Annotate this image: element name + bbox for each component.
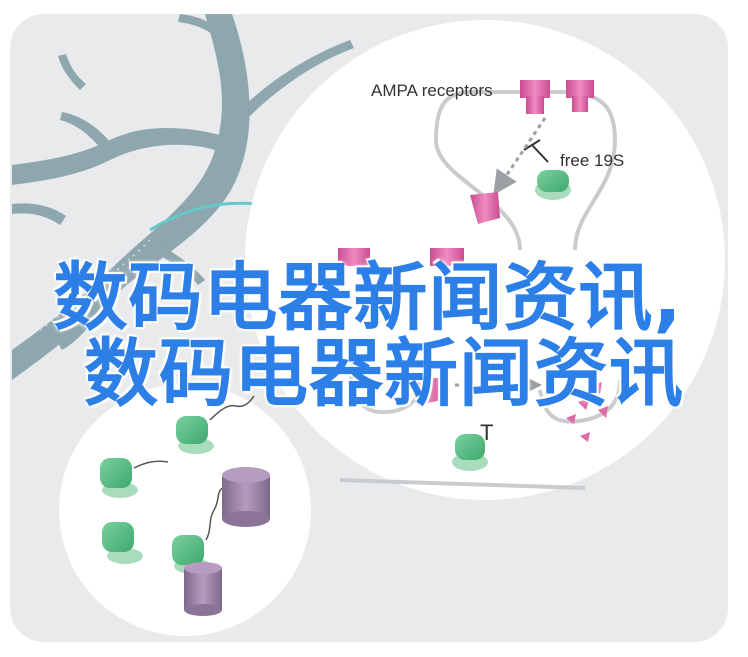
proteasome-bottom bbox=[452, 434, 488, 471]
free19s-label: free 19S bbox=[560, 151, 624, 170]
proteasome-s2 bbox=[100, 458, 169, 498]
proteasome-cylinder-2 bbox=[184, 562, 222, 616]
ampa-receptor-4 bbox=[430, 248, 464, 266]
proteasome-s3 bbox=[102, 522, 143, 564]
dotted-curve bbox=[39, 239, 151, 331]
ampa-receptor-3 bbox=[338, 248, 370, 266]
ampa-label: AMPA receptors bbox=[371, 81, 493, 100]
ampa-receptor-2 bbox=[566, 80, 594, 112]
receptor-fragments bbox=[560, 382, 608, 442]
vesicle-circle bbox=[59, 384, 311, 636]
synapse-circle bbox=[245, 20, 725, 500]
ampa-receptor-5 bbox=[410, 378, 442, 405]
overlay-headline-2: 数码电器新闻资讯 bbox=[84, 331, 684, 417]
dendrite-tree bbox=[12, 14, 354, 380]
overlay-headline-1: 数码电器新闻资讯, bbox=[53, 255, 683, 341]
proteasome-cylinder-1 bbox=[222, 467, 270, 527]
ampa-receptor-1 bbox=[520, 80, 550, 114]
inhibition-mark bbox=[523, 139, 549, 163]
ampa-receptor-moving bbox=[470, 192, 500, 224]
proteasome-top bbox=[535, 170, 571, 200]
proteasome-s1 bbox=[176, 395, 255, 454]
dashed-arrow-1 bbox=[493, 117, 547, 195]
